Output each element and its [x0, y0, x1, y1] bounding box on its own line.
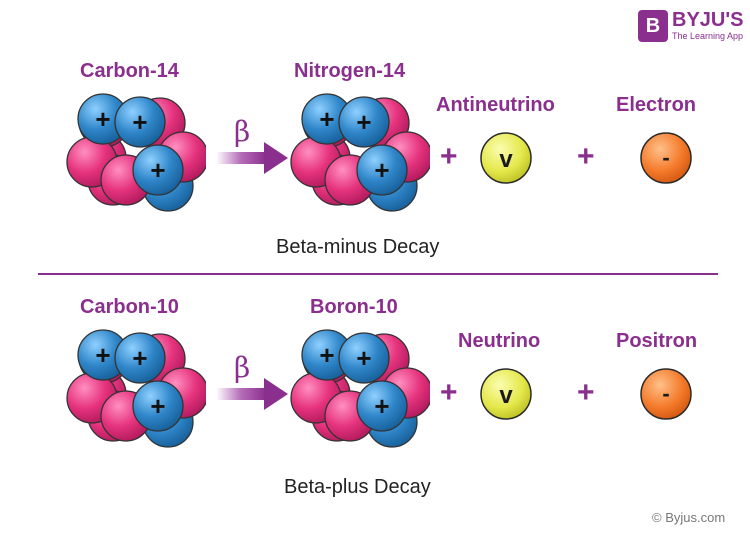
plus-sign: +	[577, 376, 595, 409]
proton-charge-sign: +	[374, 155, 389, 185]
copyright-text: © Byjus.com	[652, 510, 726, 525]
antineutrino-label: Antineutrino	[436, 94, 555, 116]
proton	[114, 96, 166, 148]
proton	[356, 144, 408, 196]
neutrino-label: Neutrino	[458, 330, 541, 352]
parent-nucleus-label: Carbon-14	[80, 60, 179, 82]
daughter-nucleus-label: Boron-10	[310, 296, 398, 318]
plus-sign: +	[440, 140, 458, 173]
nitrogen-14-nucleus-icon: ++++	[290, 93, 430, 212]
daughter-nucleus-label: Nitrogen-14	[294, 60, 406, 82]
beta-symbol: β	[234, 351, 251, 384]
electron-particle-icon: -	[640, 132, 692, 184]
antineutrino-particle-icon: v	[480, 132, 532, 184]
plus-sign: +	[577, 140, 595, 173]
proton-charge-sign: +	[356, 107, 371, 137]
plus-sign: +	[440, 376, 458, 409]
section-divider	[38, 273, 718, 275]
proton	[356, 380, 408, 432]
proton-charge-sign: +	[374, 391, 389, 421]
logo-letter-icon: B	[638, 10, 668, 42]
proton-charge-sign: +	[95, 340, 110, 370]
antineutrino-symbol: v	[499, 146, 513, 173]
positron-particle-icon: -	[640, 368, 692, 420]
positron-label: Positron	[616, 330, 698, 352]
decay-arrow-icon	[216, 142, 288, 174]
proton	[114, 332, 166, 384]
neutrino-symbol: v	[499, 382, 513, 409]
brand-tagline: The Learning App	[672, 31, 744, 41]
beta-plus-caption: Beta-plus Decay	[284, 476, 431, 498]
proton-charge-sign: +	[132, 343, 147, 373]
beta-symbol: β	[234, 115, 251, 148]
proton	[338, 96, 390, 148]
parent-nucleus-label: Carbon-10	[80, 296, 179, 318]
electron-symbol: -	[662, 145, 669, 170]
proton	[132, 144, 184, 196]
carbon-10-nucleus-icon: ++++	[66, 329, 206, 448]
proton-charge-sign: +	[319, 104, 334, 134]
electron-label: Electron	[616, 94, 697, 116]
proton	[338, 332, 390, 384]
proton-charge-sign: +	[356, 343, 371, 373]
decay-arrow-icon	[216, 378, 288, 410]
brand-name: BYJU'S	[672, 9, 744, 31]
positron-symbol: -	[662, 381, 669, 406]
beta-minus-caption: Beta-minus Decay	[276, 236, 440, 258]
neutrino-particle-icon: v	[480, 368, 532, 420]
proton-charge-sign: +	[150, 155, 165, 185]
proton-charge-sign: +	[95, 104, 110, 134]
proton-charge-sign: +	[319, 340, 334, 370]
proton-charge-sign: +	[132, 107, 147, 137]
proton	[132, 380, 184, 432]
carbon-14-nucleus-icon: ++++	[66, 93, 206, 212]
boron-10-nucleus-icon: ++++	[290, 329, 430, 448]
proton-charge-sign: +	[150, 391, 165, 421]
